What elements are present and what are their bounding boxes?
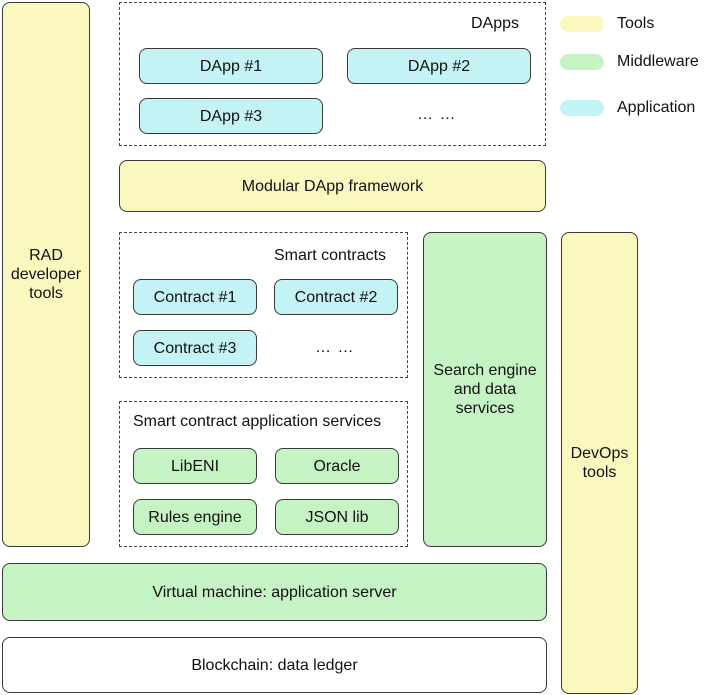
contracts-more-ellipsis: … …: [315, 339, 355, 356]
legend-middleware-label: Middleware: [617, 53, 699, 70]
legend-application-swatch: [560, 100, 604, 116]
search-engine-block: Search engine and data services: [423, 232, 547, 547]
legend-tools-swatch: [560, 16, 604, 32]
application-services-title: Smart contract application services: [133, 413, 382, 430]
virtual-machine-block: Virtual machine: application server: [2, 563, 547, 621]
oracle-block: Oracle: [275, 448, 399, 484]
modular-dapp-framework-block: Modular DApp framework: [119, 160, 546, 212]
legend-application-label: Application: [617, 99, 696, 116]
dapp-3-block: DApp #3: [139, 98, 323, 134]
application-services-group: [119, 401, 408, 547]
legend-tools-label: Tools: [617, 15, 655, 32]
contract-2-block: Contract #2: [274, 279, 398, 315]
rad-developer-tools-block: RAD developer tools: [2, 2, 90, 547]
dapps-group: [119, 2, 546, 146]
devops-tools-block: DevOps tools: [561, 232, 638, 694]
dapp-1-block: DApp #1: [139, 48, 323, 84]
json-lib-block: JSON lib: [275, 499, 399, 535]
dapps-more-ellipsis: … …: [417, 106, 457, 123]
blockchain-block: Blockchain: data ledger: [2, 637, 547, 693]
dapp-2-block: DApp #2: [347, 48, 531, 84]
smart-contracts-group: [119, 232, 408, 378]
rules-engine-block: Rules engine: [133, 499, 257, 535]
libeni-block: LibENI: [133, 448, 257, 484]
contract-3-block: Contract #3: [133, 330, 257, 366]
contract-1-block: Contract #1: [133, 279, 257, 315]
smart-contracts-title: Smart contracts: [274, 247, 387, 264]
dapps-title: DApps: [471, 15, 520, 32]
legend-middleware-swatch: [560, 54, 604, 70]
